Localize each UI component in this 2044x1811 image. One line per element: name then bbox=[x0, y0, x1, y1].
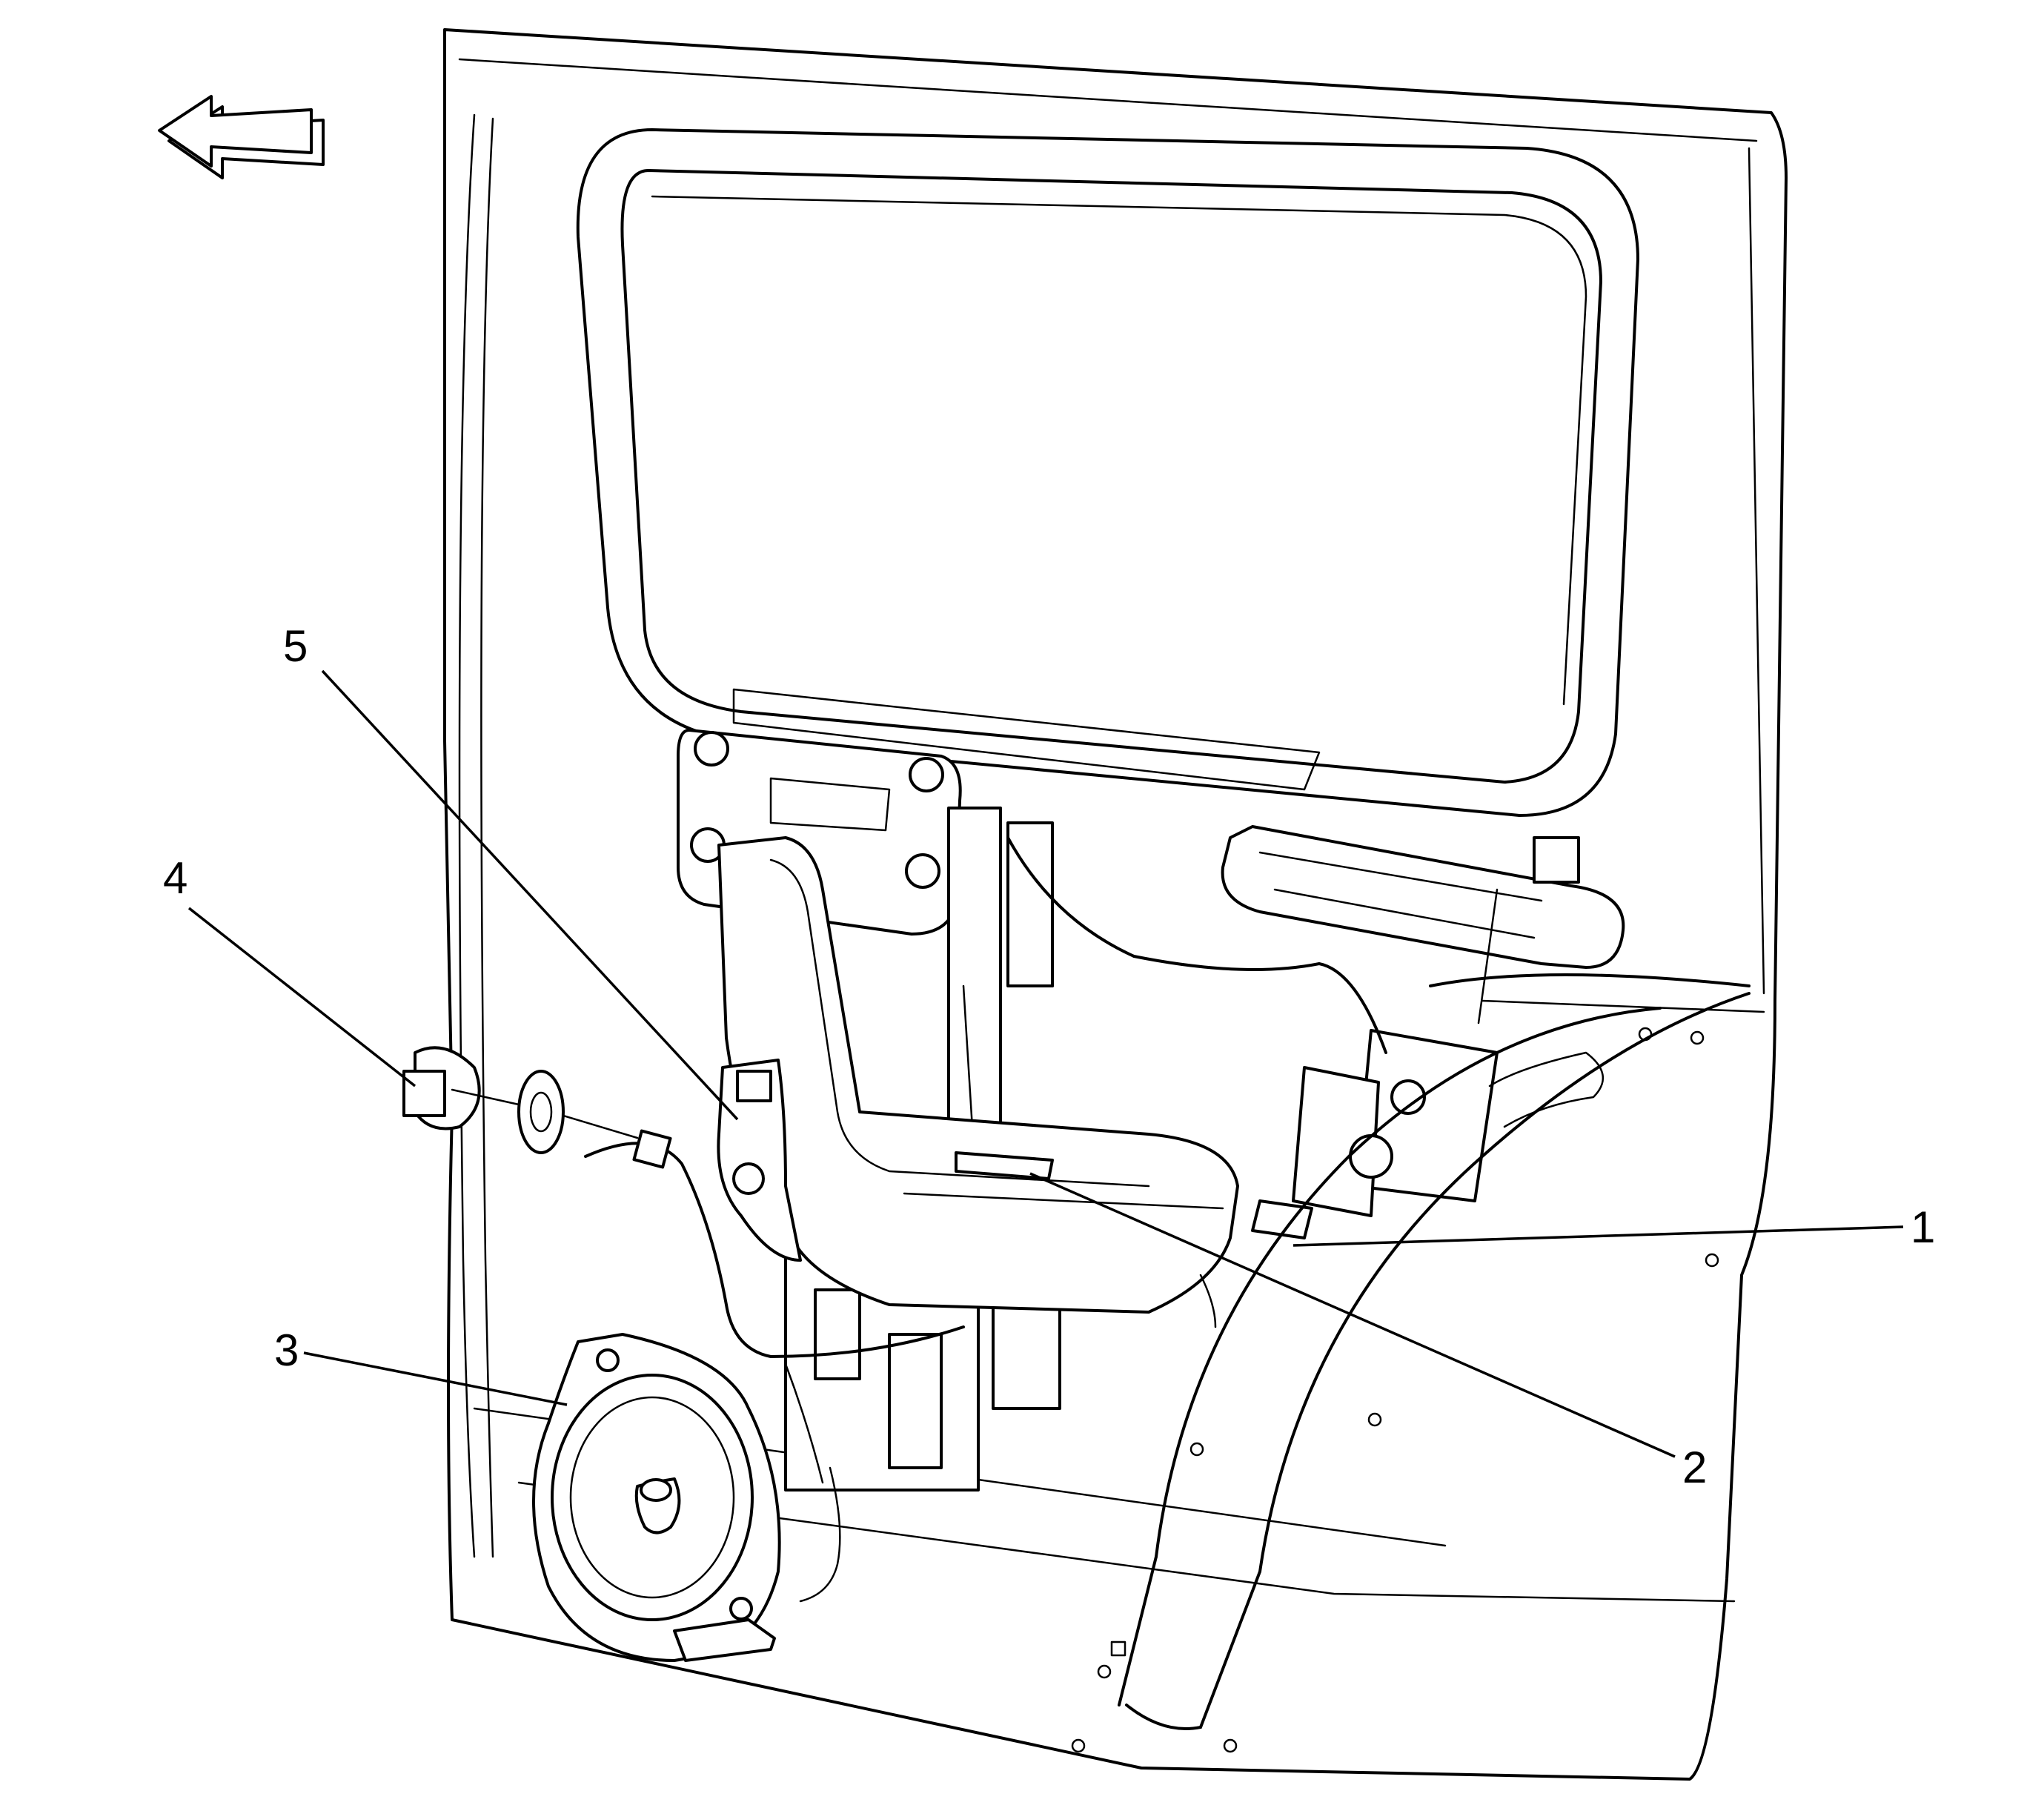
harness-connector bbox=[402, 1046, 672, 1169]
window-frame bbox=[576, 128, 1639, 817]
leader-4 bbox=[188, 907, 417, 1087]
callout-3: 3 bbox=[274, 1325, 299, 1375]
callout-4: 4 bbox=[163, 853, 188, 903]
callout-2: 2 bbox=[1682, 1443, 1707, 1492]
arrow-left-icon bbox=[158, 95, 325, 179]
leader-5 bbox=[321, 669, 739, 1121]
callout-5: 5 bbox=[283, 621, 308, 671]
callout-1: 1 bbox=[1911, 1202, 1935, 1252]
door-panel bbox=[442, 28, 1788, 1781]
leader-1 bbox=[1293, 1225, 1904, 1247]
door-speaker bbox=[532, 1333, 781, 1662]
switch-bezel bbox=[717, 1059, 802, 1262]
leader-2 bbox=[1029, 1172, 1676, 1458]
door-latch-assembly bbox=[1221, 825, 1625, 1239]
wheel-arch-trim bbox=[1071, 973, 1751, 1753]
leader-lines bbox=[188, 669, 1904, 1458]
leader-3 bbox=[303, 1351, 568, 1406]
